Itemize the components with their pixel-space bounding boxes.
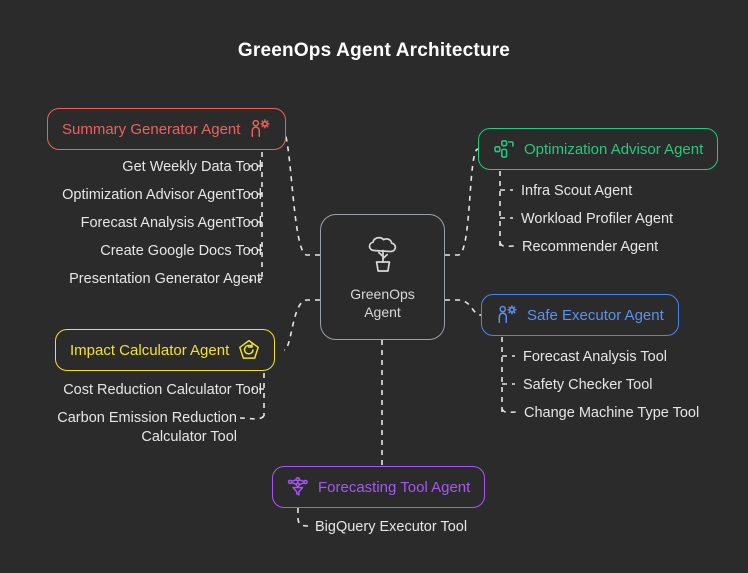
leaf-workload-profiler-agent: Workload Profiler Agent [521,211,674,227]
page-title: GreenOps Agent Architecture [237,40,511,61]
node-forecasting-tool-agent[interactable]: Forecasting Tool Agent [272,466,486,508]
central-node-label: GreenOps Agent [350,285,415,320]
leaf-cost-reduction-calculator-tool: Cost Reduction Calculator Tool [63,382,262,398]
node-safe-executor-agent[interactable]: Safe Executor Agent [481,294,679,336]
workflow-nodes-icon [493,138,515,160]
leaf-get-weekly-data-tool: Get Weekly Data Tool [122,159,262,175]
optimization-advisor-agent-label: Optimization Advisor Agent [524,140,704,158]
forecasting-tool-agent-label: Forecasting Tool Agent [318,478,471,496]
edge-optimization-leaf-2 [499,242,515,248]
person-gear-icon [496,304,518,326]
leaf-presentation-generator-agent: Presentation Generator Agent [69,271,261,287]
leaf-forecast-analysis-tool: Forecast Analysis Tool [523,349,667,365]
edge-central-to-optimization [445,148,479,256]
leaf-optimization-advisor-agenttool: Optimization Advisor AgentTool [62,187,262,203]
node-optimization-advisor-agent[interactable]: Optimization Advisor Agent [478,128,719,170]
safe-executor-agent-label: Safe Executor Agent [527,306,664,324]
edge-central-to-summary [281,128,320,256]
edge-central-to-impact [283,299,320,351]
impact-calculator-agent-label: Impact Calculator Agent [70,341,230,359]
edge-safe-leaf-2 [501,408,517,414]
leaf-infra-scout-agent: Infra Scout Agent [521,183,633,199]
funnel-nodes-icon [287,476,309,498]
summary-generator-agent-label: Summary Generator Agent [62,120,241,138]
leaf-create-google-docs-tool: Create Google Docs Tool [100,243,262,259]
node-impact-calculator-agent[interactable]: Impact Calculator Agent [55,329,276,371]
node-greenops-agent[interactable]: GreenOps Agent [320,214,445,340]
edge-impact-leaf-1 [239,415,265,420]
edge-forecasting-leaf-0 [297,507,309,527]
pentagon-recycle-icon [238,339,260,361]
leaf-forecast-analysis-agenttool: Forecast Analysis AgentTool [80,215,262,231]
edge-central-to-safe [445,299,482,316]
leaf-bigquery-executor-tool: BigQuery Executor Tool [315,519,468,535]
leaf-recommender-agent: Recommender Agent [522,239,659,255]
potted-plant-icon [361,234,405,278]
node-summary-generator-agent[interactable]: Summary Generator Agent [47,108,287,150]
person-gear-icon [249,118,271,140]
leaf-carbon-emission-reduction-calculator-tool: Carbon Emission Reduction Calculator Too… [57,410,237,445]
leaf-safety-checker-tool: Safety Checker Tool [523,377,653,393]
leaf-change-machine-type-tool: Change Machine Type Tool [524,405,700,421]
